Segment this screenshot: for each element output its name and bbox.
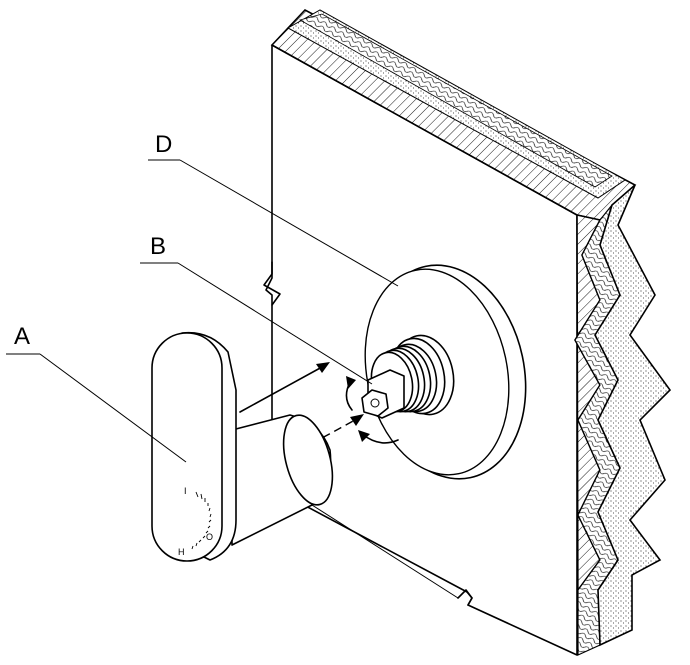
label-b: B [150,233,166,260]
lever-handle: I O H [151,331,334,562]
reference-line [311,504,459,599]
wall-section-dotted [594,184,672,647]
wall [263,9,672,656]
label-a: A [14,323,30,350]
dial-mark-high: H [178,547,185,557]
wall-top-wood-layer [298,13,613,188]
handle-plate-front [151,332,223,562]
dial-mark-low: I [184,486,187,496]
hex-shaft-end [361,389,389,417]
temperature-dial-ticks [191,491,212,550]
label-d: D [155,131,172,158]
callout-a: A [6,323,187,463]
handle-hub-face [282,414,334,506]
wall-break-line-top [263,261,281,306]
callout-d: D [148,131,399,287]
valve-spindle [361,334,455,419]
dial-mark-mid: O [206,532,213,542]
wall-break-line-bottom [457,589,473,606]
callout-b: B [140,233,373,385]
